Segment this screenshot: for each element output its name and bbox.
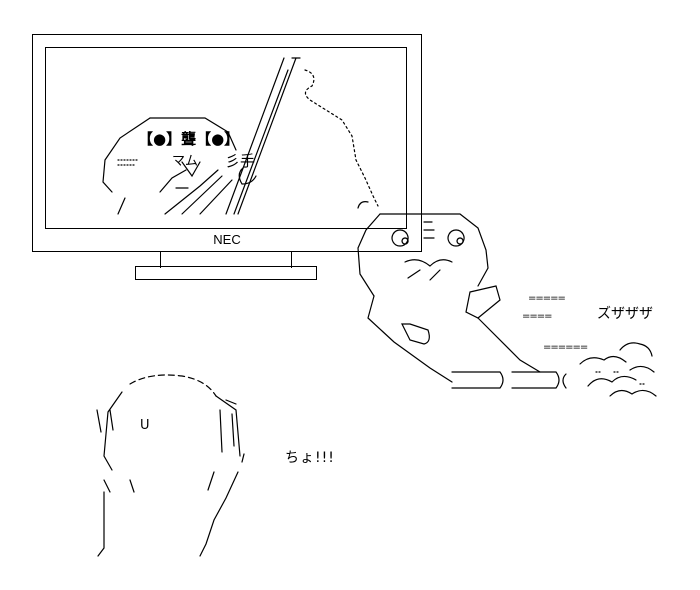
- on-screen-face-mouth: マム: [172, 154, 199, 169]
- dust-clouds: [579, 342, 657, 397]
- on-screen-face-eyes: 【●】聾【●】: [138, 130, 240, 148]
- speed-line-2: ====: [522, 311, 552, 322]
- viewer-exclamation: ちょ!!!: [285, 450, 335, 466]
- television-stand-base: [135, 266, 317, 280]
- speed-line-1: =====: [528, 293, 566, 304]
- on-screen-character: [102, 117, 257, 215]
- television-screen: [45, 47, 407, 229]
- dragged-character: [357, 213, 567, 389]
- reaching-arm: [225, 57, 379, 215]
- viewer-mark: U: [140, 418, 150, 433]
- sound-effect-text: ズザザザ: [597, 306, 653, 322]
- television-stand-neck: [160, 252, 292, 268]
- speed-line-3: ======: [543, 342, 588, 353]
- viewer-character: [96, 374, 245, 557]
- on-screen-hand: 彡手: [225, 152, 256, 170]
- tv-brand-label: NEC: [213, 232, 241, 247]
- television: NEC: [32, 34, 422, 252]
